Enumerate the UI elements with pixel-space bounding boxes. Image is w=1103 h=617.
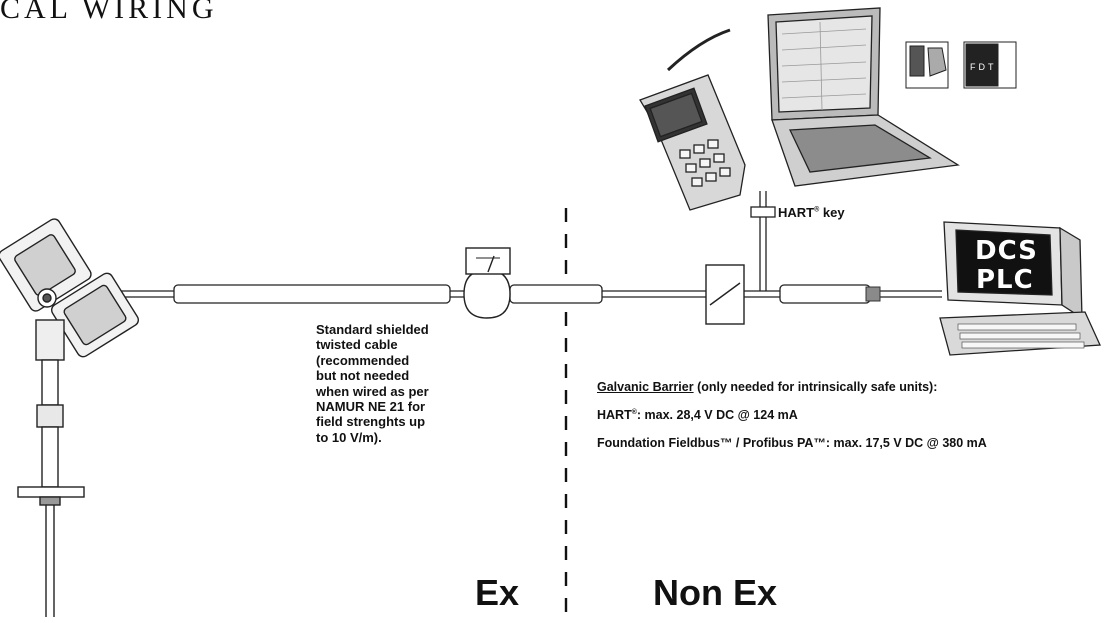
cable-note-line: twisted cable xyxy=(316,337,398,353)
barrier-hart-prefix: HART xyxy=(597,408,632,422)
hart-key-text: HART xyxy=(778,205,815,220)
barrier-heading-note: (only needed for intrinsically safe unit… xyxy=(693,380,938,394)
cable-connector xyxy=(865,286,881,302)
page-title: CAL WIRING xyxy=(0,0,218,25)
hart-key-label: HART® key xyxy=(778,205,845,220)
cable-shield-sleeves xyxy=(173,284,871,304)
cable-note-line: NAMUR NE 21 for xyxy=(316,399,426,415)
galvanic-barrier-box xyxy=(705,264,745,325)
cable-note: Standard shielded twisted cable (recomme… xyxy=(316,322,516,445)
fdt-logo: FDT xyxy=(963,41,1017,89)
barrier-hart-rating: : max. 28,4 V DC @ 124 mA xyxy=(636,408,798,422)
registered-mark: ® xyxy=(814,206,820,214)
galvanic-barrier-notes: Galvanic Barrier (only needed for intrin… xyxy=(597,380,987,464)
inline-meter xyxy=(463,247,511,319)
zone-label-ex: Ex xyxy=(475,572,520,613)
zone-label-non-ex: Non Ex xyxy=(653,572,778,613)
barrier-heading-line: Galvanic Barrier (only needed for intrin… xyxy=(597,380,987,394)
cable-note-line: Standard shielded xyxy=(316,322,429,337)
cable-note-line: but not needed xyxy=(316,368,410,384)
hart-key-connector xyxy=(750,191,776,291)
laptop xyxy=(767,7,960,187)
barrier-heading: Galvanic Barrier xyxy=(597,380,694,394)
monitor-label-plc: PLC xyxy=(976,265,1034,295)
level-transmitter xyxy=(0,218,140,617)
cable-note-line: to 10 V/m). xyxy=(316,429,382,445)
hart-handheld-communicator xyxy=(639,28,746,211)
cable-note-line: (recommended xyxy=(316,352,410,368)
barrier-ff-line: Foundation Fieldbus™ / Profibus PA™: max… xyxy=(597,436,987,450)
pactware-logo xyxy=(905,41,949,89)
hart-key-suffix: key xyxy=(819,205,845,220)
barrier-hart-line: HART®: max. 28,4 V DC @ 124 mA xyxy=(597,408,987,422)
monitor-label-dcs: DCS xyxy=(975,236,1038,266)
cable-note-line: when wired as per xyxy=(316,383,429,399)
dcs-plc-computer xyxy=(939,221,1101,356)
registered-mark: ® xyxy=(631,408,637,416)
svg-text:FDT: FDT xyxy=(970,62,997,72)
cable-note-line: field strenghts up xyxy=(316,414,426,430)
